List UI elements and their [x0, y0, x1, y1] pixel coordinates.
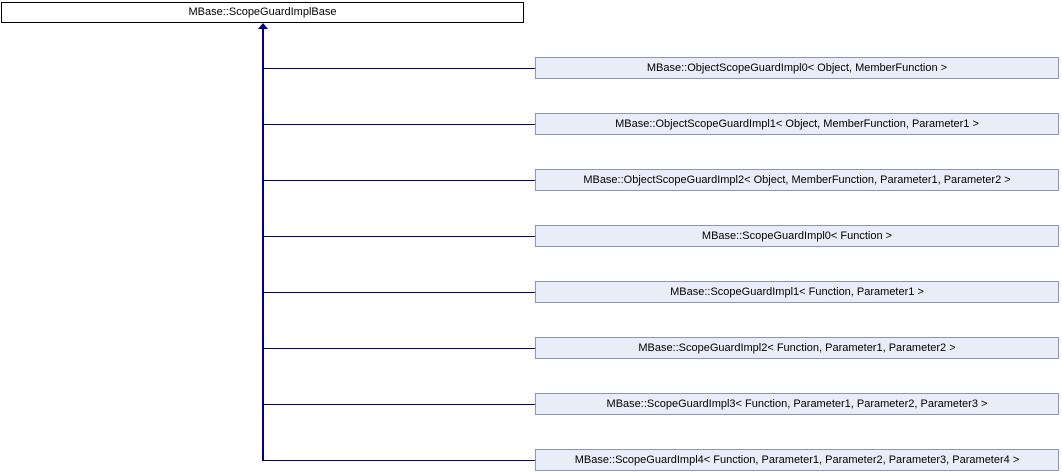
derived-class-node-scopeguardimpl2[interactable]: MBase::ScopeGuardImpl2< Function, Parame…	[535, 337, 1059, 359]
derived-class-label: MBase::ObjectScopeGuardImpl1< Object, Me…	[615, 118, 979, 130]
derived-class-label: MBase::ScopeGuardImpl1< Function, Parame…	[670, 286, 924, 298]
edge-line-2	[263, 124, 535, 125]
edge-line-7	[263, 404, 535, 405]
derived-class-node-scopeguardimpl1[interactable]: MBase::ScopeGuardImpl1< Function, Parame…	[535, 281, 1059, 303]
derived-class-label: MBase::ScopeGuardImpl2< Function, Parame…	[638, 342, 956, 354]
edge-line-8	[263, 460, 535, 461]
derived-class-node-scopeguardimpl4[interactable]: MBase::ScopeGuardImpl4< Function, Parame…	[535, 449, 1059, 471]
inheritance-arrowhead-icon	[258, 23, 268, 29]
base-class-label: MBase::ScopeGuardImplBase	[188, 6, 337, 18]
derived-class-label: MBase::ObjectScopeGuardImpl0< Object, Me…	[646, 62, 948, 74]
derived-class-label: MBase::ScopeGuardImpl3< Function, Parame…	[606, 398, 988, 410]
derived-class-node-scopeguardimpl0[interactable]: MBase::ScopeGuardImpl0< Function >	[535, 225, 1059, 247]
derived-class-label: MBase::ScopeGuardImpl0< Function >	[701, 230, 893, 242]
derived-class-node-objectscopeguardimpl2[interactable]: MBase::ObjectScopeGuardImpl2< Object, Me…	[535, 169, 1059, 191]
edge-line-5	[263, 292, 535, 293]
base-class-node: MBase::ScopeGuardImplBase	[1, 2, 524, 23]
edge-line-1	[263, 68, 535, 69]
derived-class-node-objectscopeguardimpl0[interactable]: MBase::ObjectScopeGuardImpl0< Object, Me…	[535, 57, 1059, 79]
edge-line-3	[263, 180, 535, 181]
edge-line-4	[263, 236, 535, 237]
edge-line-6	[263, 348, 535, 349]
derived-class-label: MBase::ObjectScopeGuardImpl2< Object, Me…	[583, 174, 1011, 186]
derived-class-node-scopeguardimpl3[interactable]: MBase::ScopeGuardImpl3< Function, Parame…	[535, 393, 1059, 415]
derived-class-label: MBase::ScopeGuardImpl4< Function, Parame…	[574, 454, 1020, 466]
inheritance-trunk-line	[262, 29, 264, 461]
derived-class-node-objectscopeguardimpl1[interactable]: MBase::ObjectScopeGuardImpl1< Object, Me…	[535, 113, 1059, 135]
